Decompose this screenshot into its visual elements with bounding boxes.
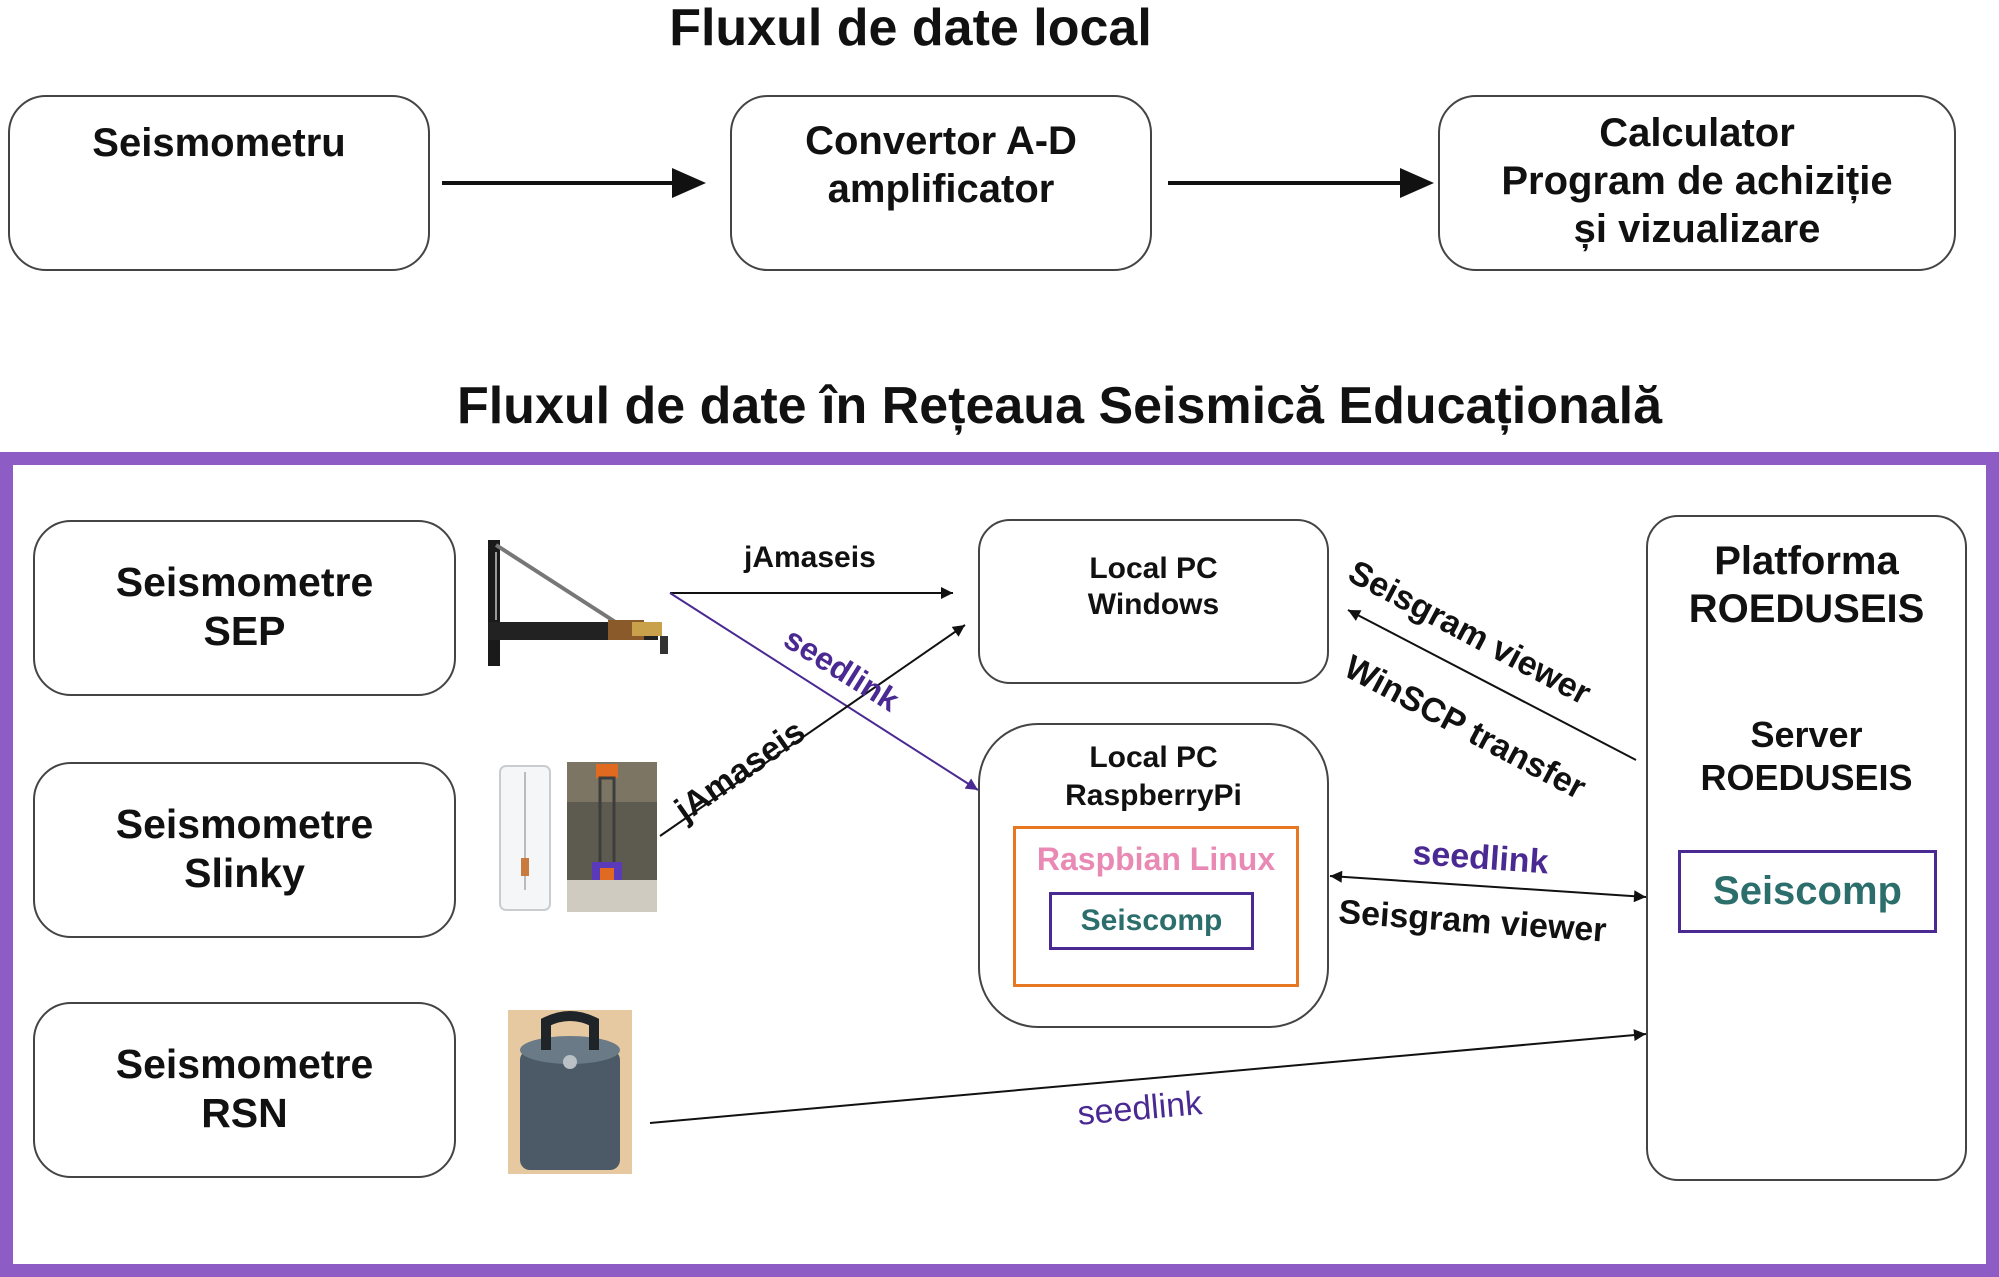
sep-sensor-box: Seismometre SEP <box>33 520 456 696</box>
arrow-rsn-platform <box>649 1029 1647 1124</box>
local-flow-arrow-2 <box>1168 168 1434 198</box>
arrow-sep-raspberry <box>669 592 979 791</box>
label-jamaseis-sep: jAmaseis <box>744 541 876 574</box>
arrow-raspberry-platform <box>1329 870 1647 903</box>
network-flow-title: Fluxul de date în Rețeaua Seismică Educa… <box>456 377 1663 435</box>
sep-sensor-label: Seismometre SEP <box>115 559 374 655</box>
seiscomp-server-box: Seiscomp <box>1678 850 1937 933</box>
converter-label: Convertor A-D amplificator <box>805 119 1077 211</box>
local-pc-raspberry-label: Local PC RaspberryPi <box>1065 741 1242 812</box>
converter-box: Convertor A-D amplificator <box>730 95 1152 271</box>
rsn-seismometer-photo <box>508 1010 632 1174</box>
arrow-slinky-windows <box>659 624 966 837</box>
local-pc-raspberry-box: Local PC RaspberryPi <box>978 723 1329 1028</box>
raspbian-box: Raspbian Linux <box>1013 826 1299 987</box>
platform-box: Platforma ROEDUSEIS Server ROEDUSEIS <box>1646 515 1967 1181</box>
slinky-sensor-label: Seismometre Slinky <box>115 801 374 897</box>
computer-box: Calculator Program de achiziție și vizua… <box>1438 95 1956 271</box>
arrow-platform-windows <box>1347 609 1637 761</box>
local-pc-windows-label: Local PC Windows <box>1087 552 1220 621</box>
platform-title: Platforma ROEDUSEIS <box>1688 539 1925 631</box>
platform-server-label: Server ROEDUSEIS <box>1700 714 1913 799</box>
local-flow-arrow-1 <box>442 168 706 198</box>
seiscomp-local-box: Seiscomp <box>1049 892 1254 950</box>
local-pc-windows-box: Local PC Windows <box>978 519 1329 684</box>
computer-label: Calculator Program de achiziție și vizua… <box>1501 111 1893 251</box>
slinky-sensor-box: Seismometre Slinky <box>33 762 456 938</box>
rsn-sensor-label: Seismometre RSN <box>115 1041 374 1137</box>
sep-seismometer-photo <box>488 540 668 666</box>
seismometer-label: Seismometru <box>92 121 346 165</box>
slinky-seismometer-photo <box>499 762 657 912</box>
seismometer-box: Seismometru <box>8 95 430 271</box>
local-flow-title: Fluxul de date local <box>669 0 1152 57</box>
raspbian-label: Raspbian Linux <box>1036 841 1276 877</box>
rsn-sensor-box: Seismometre RSN <box>33 1002 456 1178</box>
